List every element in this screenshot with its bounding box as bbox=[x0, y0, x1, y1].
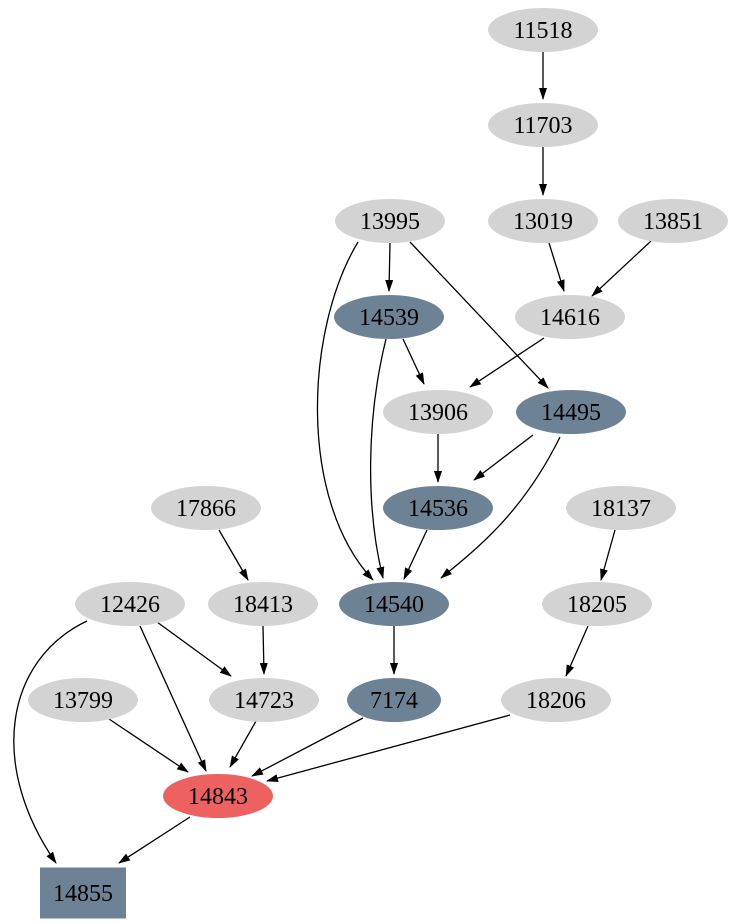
node-14540: 14540 bbox=[339, 582, 449, 626]
node-14536: 14536 bbox=[383, 486, 493, 530]
edge-14616-to-13906 bbox=[469, 337, 545, 388]
node-17866-ellipse-shape bbox=[151, 486, 261, 530]
edge-14536-to-14540 bbox=[403, 529, 428, 580]
edge-7174-to-14843 bbox=[251, 717, 364, 777]
node-18205: 18205 bbox=[542, 582, 652, 626]
node-13019-ellipse-shape bbox=[488, 199, 598, 243]
edge-14539-to-14540 bbox=[369, 338, 387, 579]
node-14539: 14539 bbox=[334, 295, 444, 339]
edge-18205-to-18206 bbox=[565, 625, 589, 677]
node-14539-ellipse-shape bbox=[334, 295, 444, 339]
node-14843: 14843 bbox=[163, 774, 273, 818]
node-13851: 13851 bbox=[618, 199, 728, 243]
node-18206: 18206 bbox=[501, 678, 611, 722]
node-13906-ellipse-shape bbox=[383, 390, 493, 434]
edge-14843-to-14855 bbox=[118, 816, 191, 864]
node-11703: 11703 bbox=[488, 103, 598, 147]
node-13019: 13019 bbox=[488, 199, 598, 243]
node-14616: 14616 bbox=[515, 295, 625, 339]
node-18205-ellipse-shape bbox=[542, 582, 652, 626]
node-13906: 13906 bbox=[383, 390, 493, 434]
node-18137: 18137 bbox=[566, 486, 676, 530]
node-7174-ellipse-shape bbox=[347, 678, 441, 722]
node-14723-ellipse-shape bbox=[209, 678, 319, 722]
node-18137-ellipse-shape bbox=[566, 486, 676, 530]
node-14536-ellipse-shape bbox=[383, 486, 493, 530]
node-14855: 14855 bbox=[40, 867, 126, 919]
node-13995-ellipse-shape bbox=[335, 199, 445, 243]
edge-13799-to-14843 bbox=[108, 718, 189, 773]
edge-14723-to-14843 bbox=[229, 720, 257, 768]
edge-14495-to-14536 bbox=[473, 434, 534, 481]
edge-13019-to-14616 bbox=[548, 242, 565, 292]
edge-14495-to-14540 bbox=[440, 436, 561, 579]
node-17866: 17866 bbox=[151, 486, 261, 530]
node-18413-ellipse-shape bbox=[208, 582, 318, 626]
edge-18137-to-18205 bbox=[600, 529, 616, 581]
nodes-layer: 11518 11703 13019 13851 13995 14616 14539 13906… bbox=[28, 8, 728, 919]
node-14843-ellipse-shape bbox=[163, 774, 273, 818]
edges-layer bbox=[13, 52, 652, 864]
node-12426: 12426 bbox=[75, 582, 185, 626]
node-11518: 11518 bbox=[488, 8, 598, 52]
node-7174: 7174 bbox=[347, 678, 441, 722]
node-13851-ellipse-shape bbox=[618, 199, 728, 243]
node-11703-ellipse-shape bbox=[488, 103, 598, 147]
node-14540-ellipse-shape bbox=[339, 582, 449, 626]
node-13995: 13995 bbox=[335, 199, 445, 243]
edge-12426-to-14723 bbox=[156, 621, 232, 677]
node-14723: 14723 bbox=[209, 678, 319, 722]
node-13799-ellipse-shape bbox=[28, 678, 138, 722]
edge-13995-to-14539 bbox=[385, 242, 394, 292]
node-11518-ellipse-shape bbox=[488, 8, 598, 52]
edge-18206-to-14843 bbox=[266, 714, 511, 782]
node-14495: 14495 bbox=[516, 390, 626, 434]
node-12426-ellipse-shape bbox=[75, 582, 185, 626]
node-14495-ellipse-shape bbox=[516, 390, 626, 434]
edge-13995-to-14495 bbox=[409, 241, 549, 389]
edge-12426-to-14843 bbox=[139, 625, 207, 772]
node-14855-box-shape bbox=[40, 867, 126, 919]
edge-18413-to-14723 bbox=[259, 625, 268, 675]
edge-13851-to-14616 bbox=[591, 240, 652, 297]
node-18206-ellipse-shape bbox=[501, 678, 611, 722]
node-14616-ellipse-shape bbox=[515, 295, 625, 339]
edge-17866-to-18413 bbox=[218, 529, 249, 581]
node-18413: 18413 bbox=[208, 582, 318, 626]
edge-13995-to-14540 bbox=[316, 241, 374, 581]
node-13799: 13799 bbox=[28, 678, 138, 722]
edge-12426-to-14855 bbox=[13, 620, 88, 864]
edge-14539-to-13906 bbox=[402, 338, 425, 385]
